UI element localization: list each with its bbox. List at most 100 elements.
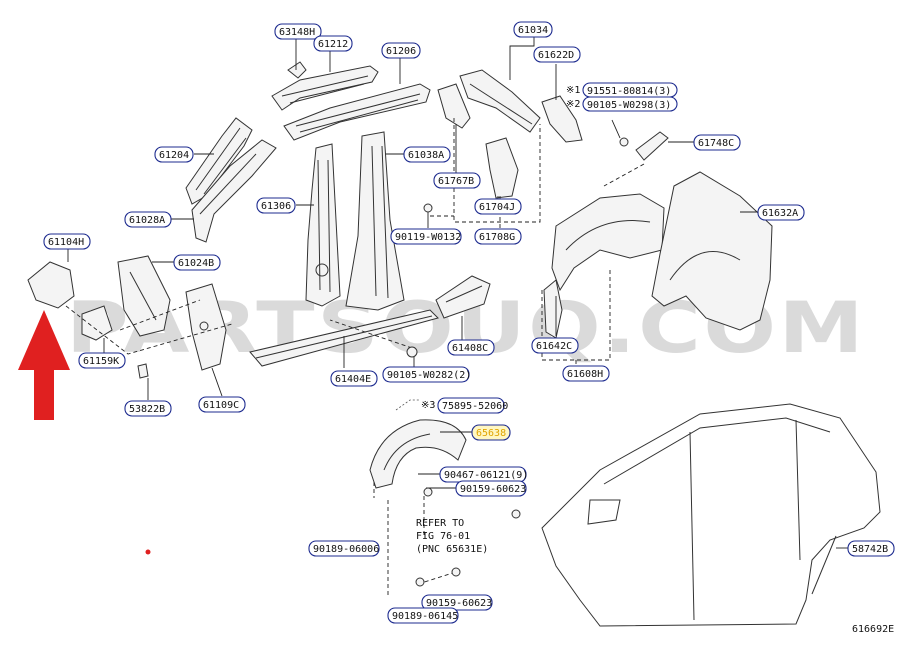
- dashed-guides: [65, 118, 645, 598]
- part-61024B-drawing: [117, 255, 171, 337]
- part-65638-drawing: [369, 419, 467, 489]
- part-58742B-drawing: [811, 535, 837, 595]
- label-61704J[interactable]: 61704J: [474, 198, 522, 215]
- part-61608H-drawing: [551, 193, 665, 292]
- label-58742B[interactable]: 58742B: [847, 540, 895, 557]
- part-61034-drawing: [459, 69, 541, 133]
- label-61206[interactable]: 61206: [381, 42, 421, 59]
- svg-text:58742B: 58742B: [852, 544, 888, 555]
- label-90189-06006[interactable]: 90189-06006: [308, 540, 380, 557]
- part-61104H-drawing: [27, 261, 75, 309]
- svg-text:61104H: 61104H: [48, 237, 84, 248]
- part-61206-drawing: [283, 83, 431, 141]
- label-61608H[interactable]: 61608H: [562, 365, 610, 382]
- label-61024B[interactable]: 61024B: [173, 254, 221, 271]
- svg-text:61204: 61204: [159, 150, 189, 161]
- label-61767B[interactable]: 61767B: [433, 172, 481, 189]
- label-61708G[interactable]: 61708G: [474, 228, 522, 245]
- label-61622D[interactable]: 61622D: [533, 46, 581, 63]
- label-61404E[interactable]: 61404E: [330, 370, 378, 387]
- svg-text:61212: 61212: [318, 39, 348, 50]
- label-90467-06121[interactable]: 90467-06121(9): [439, 466, 528, 483]
- svg-text:90189-06006: 90189-06006: [313, 544, 379, 555]
- svg-text:61408C: 61408C: [452, 343, 488, 354]
- label-61748C[interactable]: 61748C: [693, 134, 741, 151]
- svg-text:63148H: 63148H: [279, 27, 315, 38]
- svg-text:90467-06121(9): 90467-06121(9): [444, 470, 528, 481]
- red-arrow-icon: [18, 310, 70, 420]
- label-90159-60623-a[interactable]: 90159-60623: [455, 480, 527, 497]
- svg-text:61642C: 61642C: [536, 341, 572, 352]
- label-61642C[interactable]: 61642C: [531, 337, 579, 354]
- svg-text:90105-W0282(2): 90105-W0282(2): [387, 370, 471, 381]
- label-90189-06145[interactable]: 90189-06145: [387, 607, 459, 624]
- part-53822B-drawing: [137, 363, 149, 379]
- part-61212-drawing: [271, 61, 379, 111]
- svg-text:90189-06145: 90189-06145: [392, 611, 458, 622]
- label-90105-W0282[interactable]: 90105-W0282(2): [382, 366, 471, 383]
- part-61748C-drawing: [635, 131, 669, 161]
- svg-text:90159-60623: 90159-60623: [426, 598, 492, 609]
- svg-text:75895-52060: 75895-52060: [442, 401, 508, 412]
- svg-text:61109C: 61109C: [203, 400, 239, 411]
- label-61159K[interactable]: 61159K: [78, 352, 126, 369]
- label-61109C[interactable]: 61109C: [198, 396, 246, 413]
- svg-text:61306: 61306: [261, 201, 291, 212]
- label-61632A[interactable]: 61632A: [757, 204, 805, 221]
- svg-text:61024B: 61024B: [178, 258, 214, 269]
- mark-1: ※1: [566, 85, 580, 96]
- label-61038A[interactable]: 61038A: [403, 146, 451, 163]
- svg-text:61622D: 61622D: [538, 50, 574, 61]
- part-61642C-drawing: [543, 279, 563, 339]
- part-61109C-drawing: [185, 283, 227, 371]
- label-61212[interactable]: 61212: [313, 35, 353, 52]
- svg-text:61608H: 61608H: [567, 369, 603, 380]
- svg-text:65638: 65638: [476, 428, 506, 439]
- svg-text:90119-W0132: 90119-W0132: [395, 232, 461, 243]
- note-line-1: REFER TO: [416, 518, 464, 529]
- svg-text:61632A: 61632A: [762, 208, 798, 219]
- svg-text:61206: 61206: [386, 46, 416, 57]
- part-61306-drawing: [305, 143, 341, 307]
- part-61622D-drawing: [541, 95, 583, 143]
- body-side-outer-drawing: [541, 403, 881, 627]
- svg-text:61708G: 61708G: [479, 232, 515, 243]
- figure-code: 616692E: [852, 624, 894, 635]
- label-63148H[interactable]: 63148H: [274, 23, 322, 40]
- label-61104H[interactable]: 61104H: [43, 233, 91, 250]
- svg-text:61767B: 61767B: [438, 176, 474, 187]
- label-61408C[interactable]: 61408C: [447, 339, 495, 356]
- label-65638[interactable]: 65638: [471, 424, 511, 441]
- label-90119-W0132[interactable]: 90119-W0132: [390, 228, 462, 245]
- label-91551-80814[interactable]: 91551-80814(3): [582, 82, 678, 98]
- part-61408C-drawing: [435, 275, 491, 319]
- label-90105-W0298[interactable]: 90105-W0298(3): [582, 96, 678, 112]
- part-61038A-drawing: [345, 131, 405, 311]
- label-61306[interactable]: 61306: [256, 197, 296, 214]
- part-61028A-drawing: [191, 139, 277, 243]
- label-53822B[interactable]: 53822B: [124, 400, 172, 417]
- label-61034[interactable]: 61034: [513, 21, 553, 38]
- svg-text:53822B: 53822B: [129, 404, 165, 415]
- fastener-icons: [145, 137, 629, 587]
- svg-text:61704J: 61704J: [479, 202, 515, 213]
- svg-text:90159-60623: 90159-60623: [460, 484, 526, 495]
- svg-text:61748C: 61748C: [698, 138, 734, 149]
- note-line-3: (PNC 65631E): [416, 544, 488, 555]
- part-61159K-drawing: [81, 305, 113, 341]
- svg-text:90105-W0298(3): 90105-W0298(3): [587, 100, 671, 111]
- mark-2: ※2: [566, 99, 580, 110]
- svg-text:61038A: 61038A: [408, 150, 444, 161]
- note-line-2: FIG 76-01: [416, 531, 470, 542]
- part-61204-drawing: [185, 117, 253, 205]
- label-61204[interactable]: 61204: [154, 146, 194, 163]
- part-61632A-drawing: [651, 171, 773, 331]
- label-61028A[interactable]: 61028A: [124, 211, 172, 228]
- part-61704J-drawing: [485, 137, 519, 199]
- label-75895-52060[interactable]: 75895-52060: [437, 397, 508, 414]
- label-90159-60623-b[interactable]: 90159-60623: [421, 594, 493, 611]
- mark-3: ※3: [421, 400, 435, 411]
- svg-text:61404E: 61404E: [335, 374, 371, 385]
- svg-text:61159K: 61159K: [83, 356, 119, 367]
- svg-text:61028A: 61028A: [129, 215, 165, 226]
